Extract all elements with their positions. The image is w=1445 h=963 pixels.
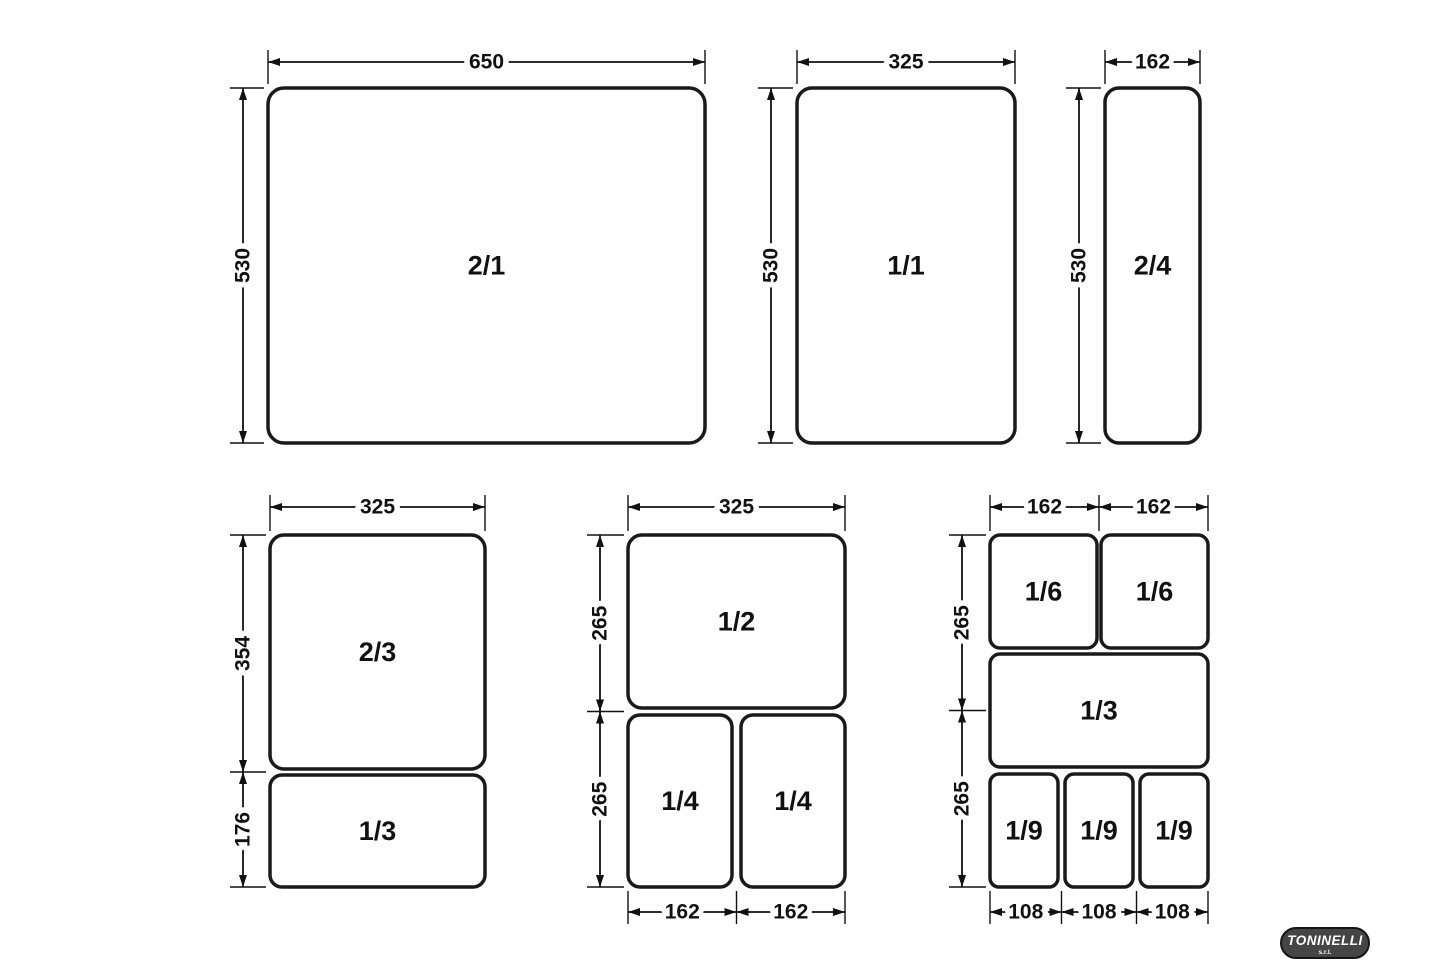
dim-2-1-height-value: 530	[232, 248, 255, 283]
pan-1-3-horizontal-label: 1/3	[1080, 696, 1118, 726]
pan-1-9-a-label: 1/9	[1005, 816, 1043, 846]
pan-1-9-a	[988, 772, 1060, 889]
group-gn-2-1: 2/1 650 530	[226, 45, 707, 445]
dim-1-6-1-9-heights: 265 265	[945, 534, 986, 888]
dim-bottom-height-value: 265	[951, 781, 974, 816]
group-gn-1-1: 1/1 325 530	[754, 45, 1017, 445]
dim-1-2-width: 325	[627, 490, 846, 531]
pan-2-4	[1103, 86, 1202, 445]
pan-1-2-label: 1/2	[718, 607, 756, 637]
pan-1-9-c	[1138, 772, 1210, 889]
dim-2-3-width: 325	[269, 490, 486, 531]
dim-2-1-width: 650	[267, 45, 706, 84]
dim-1-4-right-width-value: 162	[773, 901, 808, 924]
pan-1-9-c-label: 1/9	[1155, 816, 1193, 846]
dim-1-6-widths: 162 162	[989, 490, 1209, 531]
dim-2-4-height: 530	[1062, 87, 1101, 444]
dim-1-1-width-value: 325	[888, 51, 923, 74]
group-gn-1-2-1-4: 1/2 1/4 1/4 325 265 265 162 162	[583, 490, 847, 929]
dim-2-4-height-value: 530	[1068, 248, 1091, 283]
logo-subtext: s.r.l.	[1318, 949, 1331, 956]
dim-top-height-value: 265	[951, 605, 974, 640]
dim-1-1-height-value: 530	[760, 248, 783, 283]
dim-1-1-height: 530	[754, 87, 793, 444]
dim-1-9-a-width-value: 108	[1008, 901, 1043, 924]
dim-2-1-width-value: 650	[469, 51, 504, 74]
pan-1-4-right	[739, 713, 847, 889]
pan-1-6-left	[988, 533, 1099, 650]
dim-2-3-height: 354 176	[226, 534, 266, 888]
pan-1-3-horizontal	[988, 652, 1210, 769]
pan-2-1-label: 2/1	[468, 251, 506, 281]
dim-1-4-left-width-value: 162	[665, 901, 700, 924]
dim-2-4-width: 162	[1104, 45, 1201, 84]
dim-1-4-height-value: 265	[589, 781, 612, 816]
dim-2-3-height-value: 354	[232, 636, 255, 671]
dim-1-2-height-value: 265	[589, 605, 612, 640]
dim-1-9-widths: 108 108 108	[989, 891, 1209, 929]
pan-2-3-label: 2/3	[359, 637, 397, 667]
pan-1-1	[795, 86, 1017, 445]
pan-1-4-left-label: 1/4	[661, 786, 699, 816]
dim-1-2-heights: 265 265	[583, 534, 624, 888]
pan-1-6-right-label: 1/6	[1136, 577, 1174, 607]
dim-1-6-right-width-value: 162	[1136, 496, 1171, 519]
group-gn-1-6-1-3-1-9: 1/6 1/6 1/3 1/9 1/9 1/9 162 162 265 265	[945, 490, 1210, 929]
dim-1-1-width: 325	[796, 45, 1016, 84]
pan-1-9-b	[1063, 772, 1135, 889]
pan-1-6-left-label: 1/6	[1025, 577, 1063, 607]
dim-1-3-height-value: 176	[232, 812, 255, 847]
pan-1-3	[268, 773, 487, 889]
pan-1-3-label: 1/3	[359, 816, 397, 846]
brand-logo: TONINELLI s.r.l.	[1280, 927, 1370, 959]
pan-1-9-b-label: 1/9	[1080, 816, 1118, 846]
pan-2-1	[266, 86, 707, 445]
dim-1-2-width-value: 325	[719, 496, 754, 519]
dim-1-6-left-width-value: 162	[1027, 496, 1062, 519]
pan-1-6-right	[1099, 533, 1210, 650]
dim-1-9-c-width-value: 108	[1155, 901, 1190, 924]
pan-1-2	[626, 533, 847, 710]
pan-1-4-right-label: 1/4	[774, 786, 812, 816]
group-gn-2-3-1-3: 2/3 1/3 325 354 176	[226, 490, 487, 889]
dim-2-1-height: 530	[226, 87, 264, 444]
pan-1-4-left	[626, 713, 734, 889]
group-gn-2-4: 2/4 162 530	[1062, 45, 1202, 445]
logo-wordmark: TONINELLI	[1287, 933, 1363, 948]
dim-1-9-b-width-value: 108	[1081, 901, 1116, 924]
dim-1-4-widths: 162 162	[627, 891, 846, 929]
dim-2-3-width-value: 325	[360, 496, 395, 519]
dim-2-4-width-value: 162	[1135, 51, 1170, 74]
logo-pill-shape	[1280, 927, 1370, 959]
pan-2-4-label: 2/4	[1134, 251, 1172, 281]
pan-2-3	[268, 533, 487, 771]
pan-1-1-label: 1/1	[887, 251, 925, 281]
